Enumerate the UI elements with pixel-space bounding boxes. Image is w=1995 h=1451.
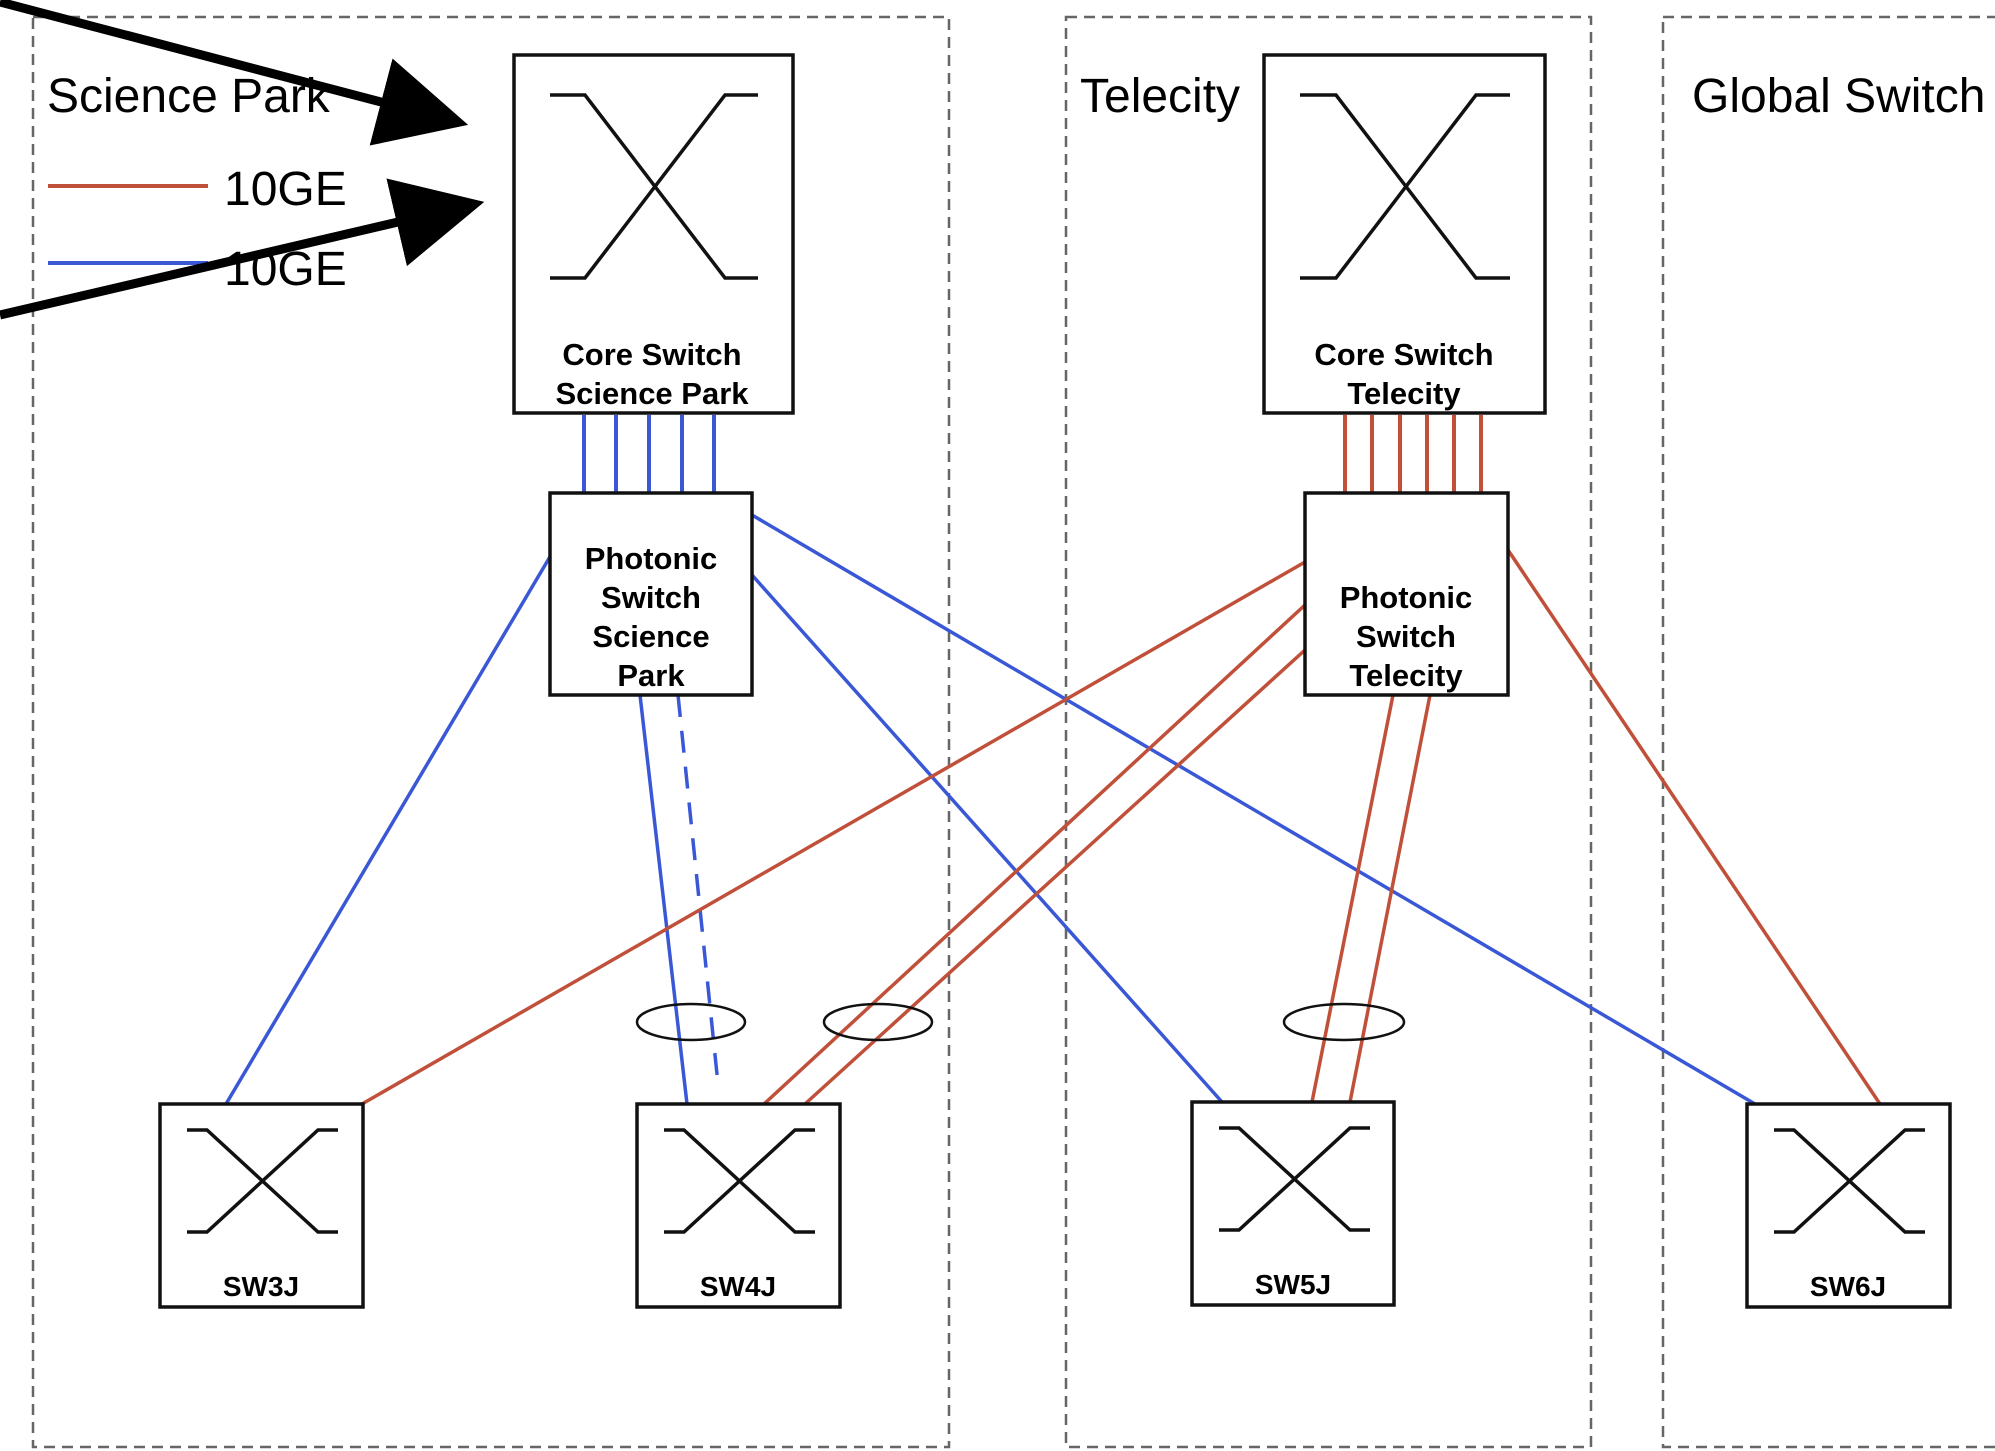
switch-sw5j: SW5J <box>1190 1100 1396 1307</box>
switch-cross-icon <box>550 93 758 280</box>
switch-sw3j: SW3J <box>158 1102 365 1309</box>
core-switch-telecity-label-line2: Telecity <box>1347 376 1461 411</box>
switch-sw6j: SW6J <box>1745 1102 1952 1309</box>
link-ps-tc-to-sw5j-b <box>1348 694 1432 1103</box>
switch-cross-icon <box>1219 1126 1370 1232</box>
zone-label-telecity: Telecity <box>1080 70 1240 123</box>
link-bundle-ellipse-icon <box>822 1002 934 1042</box>
photonic-science-label-line2: Switch <box>601 580 701 615</box>
link-ps-sp-to-sw6j <box>751 513 1756 1106</box>
link-ps-tc-to-sw3j <box>361 560 1306 1106</box>
photonic-science-label-line3: Science <box>592 619 709 654</box>
science-park-trunk <box>582 415 716 493</box>
core-switch-telecity-label-line1: Core Switch <box>1314 337 1493 372</box>
link-ps-sp-to-sw4j-b-dashed <box>676 694 720 1085</box>
link-bundle-ellipse-icon <box>635 1002 747 1042</box>
core-switch-telecity: Core Switch Telecity <box>1262 53 1547 415</box>
sw4j-label: SW4J <box>700 1271 776 1302</box>
link-ps-sp-to-sw4j-a <box>638 694 689 1105</box>
sw5j-label: SW5J <box>1255 1269 1331 1300</box>
core-switch-science-park: Core Switch Science Park <box>512 53 795 415</box>
link-bundle-ellipse-icon <box>1282 1002 1406 1042</box>
legend-red-label: 10GE <box>224 163 347 216</box>
link-ps-tc-to-sw6j <box>1506 549 1882 1105</box>
link-ps-tc-to-sw4j-a <box>762 603 1307 1106</box>
core-switch-science-park-label-line2: Science Park <box>555 376 749 411</box>
zone-telecity <box>1064 15 1593 1449</box>
telecity-links <box>361 549 1882 1106</box>
link-ps-sp-to-sw3j <box>224 554 553 1105</box>
core-switch-science-park-label-line1: Core Switch <box>562 337 741 372</box>
sw3j-label: SW3J <box>223 1271 299 1302</box>
switch-cross-icon <box>1774 1128 1925 1234</box>
photonic-switch-science-park: Photonic Switch Science Park <box>548 491 754 697</box>
zone-global-switch <box>1661 15 1995 1449</box>
photonic-science-label-line1: Photonic <box>585 541 718 576</box>
photonic-telecity-label-line1: Photonic <box>1340 580 1473 615</box>
science-park-links <box>224 513 1756 1106</box>
legend: 10GE 10GE <box>48 163 347 296</box>
link-ps-tc-to-sw4j-b <box>803 648 1307 1106</box>
link-ps-sp-to-sw5j <box>750 573 1224 1104</box>
photonic-telecity-label-line3: Telecity <box>1349 658 1463 693</box>
switch-sw4j: SW4J <box>635 1102 842 1309</box>
sw6j-label: SW6J <box>1810 1271 1886 1302</box>
photonic-switch-telecity: Photonic Switch Telecity <box>1303 491 1510 697</box>
switch-cross-icon <box>664 1128 815 1234</box>
zone-label-global-switch: Global Switch <box>1692 70 1985 123</box>
photonic-telecity-label-line2: Switch <box>1356 619 1456 654</box>
photonic-science-label-line4: Park <box>617 658 685 693</box>
telecity-trunk <box>1343 415 1483 493</box>
arrow-icon <box>0 0 469 146</box>
link-ps-tc-to-sw5j-a <box>1310 694 1395 1103</box>
arrow-icon <box>0 178 485 320</box>
switch-cross-icon <box>187 1128 338 1234</box>
zone-science-park <box>31 15 951 1449</box>
switch-cross-icon <box>1300 93 1510 280</box>
